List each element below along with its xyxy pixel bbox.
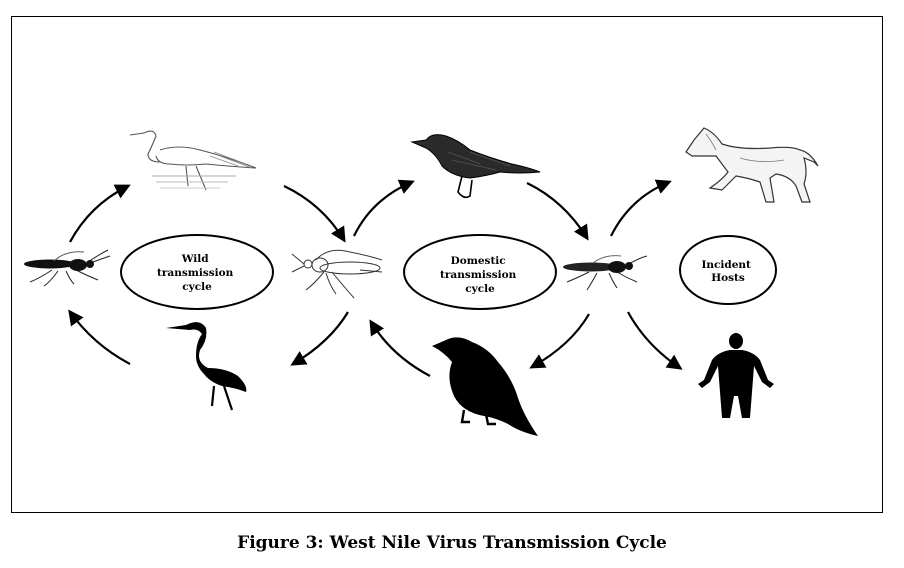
arrow-right-mosquito-to-human: [627, 311, 683, 370]
arrow-crow-to-right-mosquito: [526, 182, 589, 241]
wild-cycle-node: Wild transmission cycle: [120, 234, 274, 310]
incident-hosts-label-line-2: Hosts: [711, 272, 745, 284]
arrow-right-mosquito-to-horse: [610, 179, 672, 237]
wild-cycle-label-line-2: transmission: [157, 267, 234, 279]
egret-icon: [129, 130, 257, 191]
incident-hosts-node: Incident Hosts: [679, 235, 777, 305]
mosquito-icon: [291, 249, 383, 299]
mosquito-icon: [563, 255, 648, 291]
heron-icon: [166, 322, 247, 411]
arrow-center-mosquito-to-heron: [290, 311, 349, 366]
human-icon: [698, 333, 774, 418]
figure-frame: [11, 16, 883, 513]
domestic-cycle-label-line-3: cycle: [465, 283, 495, 295]
horse-icon: [685, 127, 819, 203]
domestic-cycle-label-line-2: transmission: [440, 269, 517, 281]
figure-caption: Figure 3: West Nile Virus Transmission C…: [237, 533, 667, 553]
crow-icon: [410, 134, 541, 199]
raven-icon: [432, 337, 538, 436]
wild-cycle-label-line-1: Wild: [181, 253, 210, 265]
svg-text:Domestic transmission: Domestic transmission cycle: [440, 255, 520, 295]
svg-text:Wild transmission: Wild transmission cycle: [157, 253, 237, 293]
svg-text:Incident Hosts: Incident Hosts: [701, 259, 754, 284]
transmission-diagram: Wild transmission cycle Domestic transmi…: [24, 127, 819, 436]
arrow-mosquito-to-egret: [69, 184, 131, 243]
domestic-cycle-label-line-1: Domestic: [451, 255, 506, 267]
arrow-egret-to-center-mosquito: [283, 185, 346, 243]
arrow-heron-to-left-mosquito: [68, 309, 131, 365]
mosquito-icon: [24, 249, 111, 287]
arrow-center-mosquito-to-crow: [353, 179, 415, 237]
arrow-raven-to-center-mosquito: [369, 319, 431, 377]
incident-hosts-label-line-1: Incident: [701, 259, 751, 271]
wild-cycle-label-line-3: cycle: [182, 281, 212, 293]
arrow-right-mosquito-to-raven: [529, 313, 590, 369]
domestic-cycle-node: Domestic transmission cycle: [403, 234, 557, 310]
